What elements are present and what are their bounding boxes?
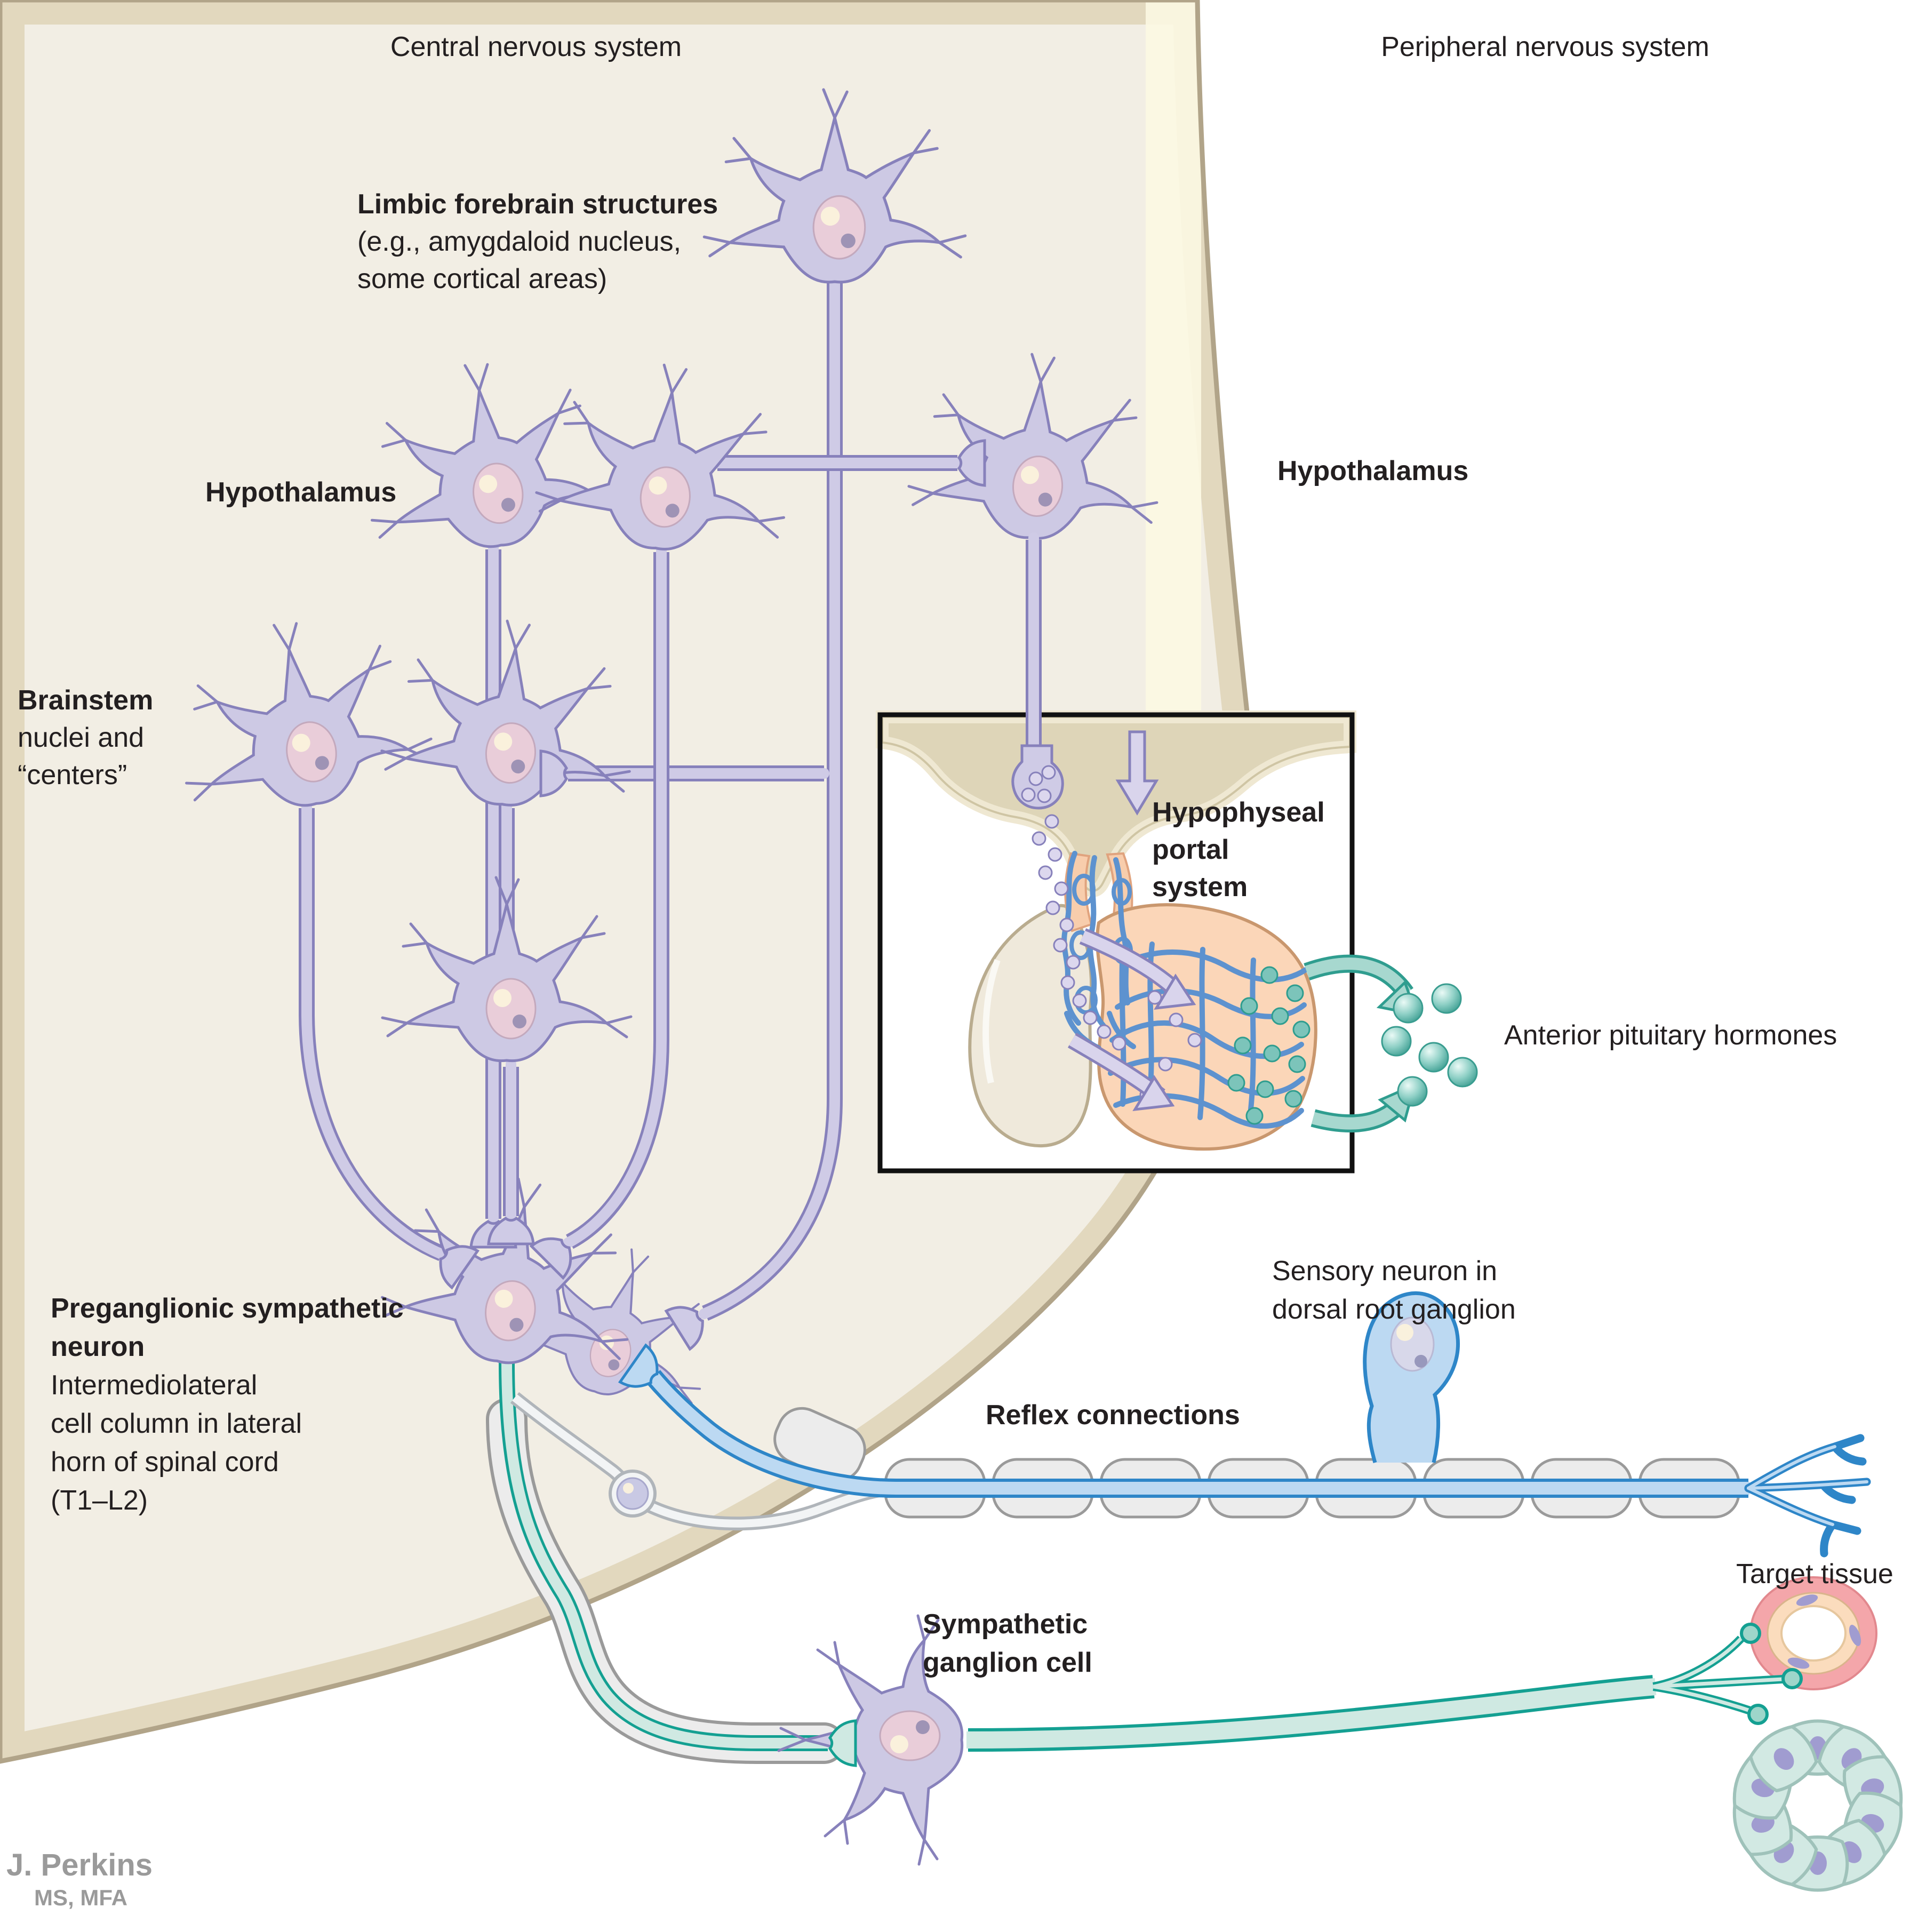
cns-title: Central nervous system [390, 31, 682, 62]
svg-text:neuron: neuron [51, 1331, 145, 1362]
downward-arrow [1115, 730, 1159, 816]
preganglionic-axon [486, 1360, 845, 1764]
svg-text:Sympathetic: Sympathetic [923, 1609, 1088, 1640]
label-hypothalamus-right: Hypothalamus [1277, 456, 1468, 486]
label-preganglionic: Preganglionic sympathetic neuron Interme… [51, 1293, 404, 1516]
svg-text:ganglion cell: ganglion cell [923, 1647, 1092, 1678]
pns-title: Peripheral nervous system [1381, 31, 1709, 62]
interneuron-soma [616, 1477, 649, 1510]
svg-text:“centers”: “centers” [18, 760, 127, 791]
portal-vessels [1061, 851, 1308, 1129]
svg-text:Brainstem: Brainstem [18, 685, 153, 716]
svg-text:Hypophyseal: Hypophyseal [1152, 797, 1325, 828]
axon-brainstem-left [299, 800, 448, 1261]
postganglionic-axon [966, 1623, 1803, 1752]
descending-axon-fibers [299, 264, 964, 1321]
svg-text:dorsal root ganglion: dorsal root ganglion [1272, 1294, 1516, 1325]
label-hypothalamus-left: Hypothalamus [205, 477, 396, 508]
inset-border [877, 712, 1355, 1173]
label-limbic: Limbic forebrain structures (e.g., amygd… [357, 189, 718, 294]
bouton-on-gland [1747, 1704, 1769, 1725]
anterior-pituitary-hormone-spheres [1381, 983, 1478, 1107]
svg-text:Limbic forebrain structures: Limbic forebrain structures [357, 189, 718, 220]
svg-text:(T1–L2): (T1–L2) [51, 1485, 148, 1516]
label-sensory-neuron: Sensory neuron in dorsal root ganglion [1272, 1256, 1516, 1325]
label-brainstem: Brainstem nuclei and “centers” [18, 685, 153, 791]
bouton-mid [1781, 1668, 1803, 1689]
svg-text:Preganglionic sympathetic: Preganglionic sympathetic [51, 1293, 404, 1324]
svg-text:some cortical areas): some cortical areas) [357, 264, 607, 294]
label-hypophyseal: Hypophyseal portal system [1152, 797, 1325, 903]
target-blood-vessel [1749, 1576, 1877, 1690]
free-nerve-endings [1744, 1434, 1871, 1558]
sensory-neuron [645, 1291, 1871, 1558]
cns-region [0, 0, 1252, 1761]
svg-text:portal: portal [1152, 834, 1229, 865]
svg-text:Sensory neuron in: Sensory neuron in [1272, 1256, 1497, 1287]
svg-text:nuclei and: nuclei and [18, 722, 144, 753]
label-target-tissue: Target tissue [1736, 1559, 1893, 1590]
axon-hypothalamic-mid [563, 544, 669, 1249]
svg-text:horn of spinal cord: horn of spinal cord [51, 1447, 279, 1478]
hypothalamus-base [876, 710, 1356, 897]
svg-text:(e.g., amygdaloid nucleus,: (e.g., amygdaloid nucleus, [357, 226, 681, 257]
svg-text:J. Perkins: J. Perkins [6, 1848, 153, 1882]
label-anterior-hormones: Anterior pituitary hormones [1504, 1020, 1837, 1051]
bouton-on-vessel [1740, 1623, 1761, 1644]
anterior-hormone-dots [1227, 966, 1310, 1125]
sensory-soma [1363, 1291, 1460, 1463]
axon-limbic [699, 264, 843, 1321]
portal-flow-arrows [1067, 928, 1196, 1112]
svg-text:cell column in lateral: cell column in lateral [51, 1408, 302, 1439]
label-sympathetic-ganglion: Sympathetic ganglion cell [923, 1609, 1092, 1678]
target-gland [1728, 1720, 1907, 1891]
cns-yellow-strip [1146, 0, 1201, 747]
releasing-hormone-vesicles [1021, 765, 1202, 1102]
label-reflex-connections: Reflex connections [986, 1400, 1240, 1431]
svg-text:system: system [1152, 872, 1248, 903]
artist-credit: J. Perkins MS, MFA [6, 1848, 153, 1910]
svg-text:MS, MFA: MS, MFA [34, 1885, 127, 1910]
svg-text:Intermediolateral: Intermediolateral [51, 1370, 257, 1401]
